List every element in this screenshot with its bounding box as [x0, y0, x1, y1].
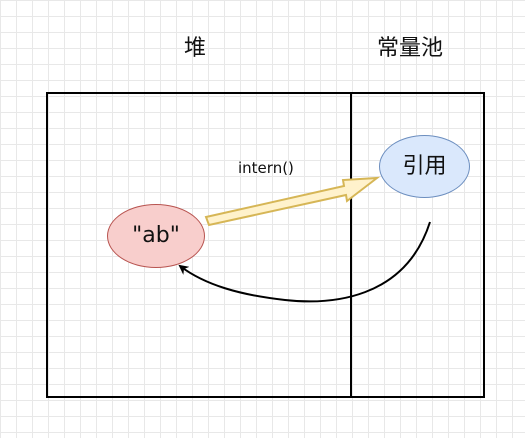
constant-pool-label: 常量池: [377, 36, 444, 61]
reference-arrow: [178, 221, 431, 303]
intern-arrow: [204, 176, 381, 227]
string-ab-text: "ab": [132, 223, 180, 248]
reference-text: 引用: [402, 153, 447, 179]
intern-edge-label: intern(): [238, 159, 294, 177]
heap-label: 堆: [184, 36, 207, 61]
heap-pool-divider: [350, 92, 352, 396]
memory-container: [46, 92, 485, 398]
string-ab-node: "ab": [107, 204, 205, 268]
reference-node: 引用: [379, 135, 470, 198]
